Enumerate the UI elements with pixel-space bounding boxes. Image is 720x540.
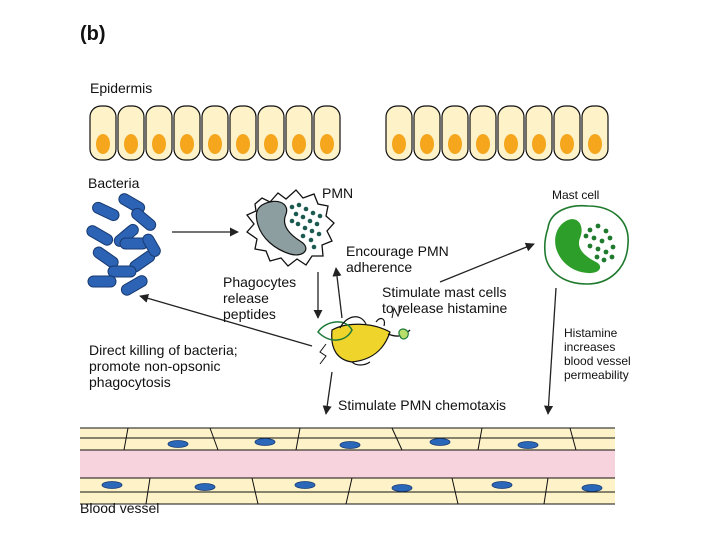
- mast-granules: [583, 223, 616, 263]
- arrow-peptides-to-mast-cell: [439, 242, 535, 283]
- arrows: [139, 227, 557, 415]
- mast-nucleus: [555, 219, 601, 274]
- pmn-cell: [245, 189, 335, 267]
- epidermis-cell: [581, 105, 609, 161]
- epidermis-cell: [285, 105, 313, 161]
- peptides-figure: [317, 305, 411, 366]
- arrow-peptides-to-pmn: [332, 267, 343, 319]
- epidermis-cell: [497, 105, 525, 161]
- epidermis-cell: [525, 105, 553, 161]
- direct-killing-label: Direct killing of bacteria; promote non-…: [89, 342, 238, 390]
- epidermis-right: [385, 105, 609, 161]
- epidermis-cell: [145, 105, 173, 161]
- mast-cell: [543, 204, 629, 285]
- epidermis-cell: [229, 105, 257, 161]
- epidermis-cell: [117, 105, 145, 161]
- arrow-mast-to-vessel: [543, 287, 557, 415]
- epidermis-cell: [553, 105, 581, 161]
- epidermis-cell: [201, 105, 229, 161]
- stimulate-mast-label: Stimulate mast cells to release histamin…: [382, 284, 508, 316]
- arrow-peptides-to-bacteria: [139, 293, 313, 347]
- epidermis-cell: [469, 105, 497, 161]
- blood-vessel-label: Blood vessel: [80, 500, 160, 516]
- histamine-label: Histamine increases blood vessel permeab…: [564, 326, 631, 382]
- epidermis-cell: [441, 105, 469, 161]
- phagocytes-release-label: Phagocytes release peptides: [223, 274, 297, 322]
- arrow-peptides-to-vessel: [322, 371, 333, 415]
- epidermis-left: [89, 105, 341, 161]
- bacteria-cluster: [86, 193, 161, 296]
- pmn-granules: [289, 202, 323, 250]
- epidermis-cell: [173, 105, 201, 161]
- epidermis-cell: [385, 105, 413, 161]
- stimulate-chemotaxis-label: Stimulate PMN chemotaxis: [338, 397, 507, 413]
- encourage-pmn-label: Encourage PMN adherence: [346, 243, 449, 275]
- epidermis-cell: [413, 105, 441, 161]
- pmn-label: PMN: [322, 185, 354, 201]
- panel-label: (b): [80, 23, 106, 45]
- pmn-nucleus: [255, 200, 307, 256]
- epidermis-cell: [313, 105, 341, 161]
- epidermis-cell: [89, 105, 117, 161]
- bacteria-label: Bacteria: [88, 175, 140, 191]
- vessel-nuclei: [101, 438, 603, 492]
- mast-cell-label: Mast cell: [552, 188, 600, 202]
- epidermis-label: Epidermis: [90, 80, 153, 96]
- blood-vessel: [80, 427, 615, 505]
- epidermis-cell: [257, 105, 285, 161]
